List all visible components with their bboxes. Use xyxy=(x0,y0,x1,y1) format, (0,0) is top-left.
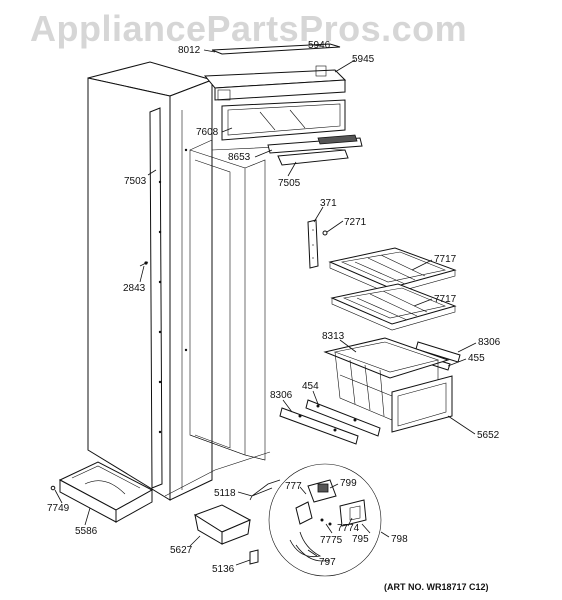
callout-8306-right: 8306 xyxy=(478,337,501,348)
callout-7608: 7608 xyxy=(196,127,219,138)
wire-shelf-lower xyxy=(330,283,457,331)
art-number: (ART NO. WR18717 C12) xyxy=(384,582,489,592)
callout-2843: 2843 xyxy=(123,283,146,294)
clip-5136 xyxy=(249,549,259,565)
callout-5946: 5946 xyxy=(308,40,331,51)
callout-7775: 7775 xyxy=(320,535,343,546)
basket-8313 xyxy=(323,337,453,433)
callout-799: 799 xyxy=(340,478,357,489)
screw-7749 xyxy=(50,485,56,491)
screw-2843 xyxy=(139,261,149,267)
top-trim-8012 xyxy=(211,43,341,55)
callout-7717-lower: 7717 xyxy=(434,294,457,305)
callout-5586: 5586 xyxy=(75,526,98,537)
slide-rail-454 xyxy=(305,399,381,437)
callout-797: 797 xyxy=(319,557,336,568)
callout-7503: 7503 xyxy=(124,176,147,187)
light-housing-5586 xyxy=(58,461,154,523)
callout-5945: 5945 xyxy=(352,54,375,65)
control-housing-5945 xyxy=(203,65,347,101)
callout-8306-left: 8306 xyxy=(270,390,293,401)
cabinet-liner xyxy=(87,61,346,501)
detail-circle-798 xyxy=(268,463,382,577)
leader-lines xyxy=(54,44,477,566)
callout-7774: 7774 xyxy=(337,523,360,534)
callout-8653: 8653 xyxy=(228,152,251,163)
screw-7271 xyxy=(322,230,328,236)
screw-holes xyxy=(158,148,188,434)
callout-7271: 7271 xyxy=(344,217,367,228)
callout-454: 454 xyxy=(302,381,319,392)
shelf-support-371 xyxy=(307,219,319,269)
callout-7505: 7505 xyxy=(278,178,301,189)
callout-5136: 5136 xyxy=(212,564,235,575)
wire-shelf-upper xyxy=(328,247,457,295)
callout-8012: 8012 xyxy=(178,45,201,56)
callout-798: 798 xyxy=(391,534,408,545)
callout-8313: 8313 xyxy=(322,331,345,342)
duct-8653 xyxy=(267,134,363,154)
callout-777: 777 xyxy=(285,481,302,492)
trim-strip-7503 xyxy=(149,107,163,489)
callout-7749: 7749 xyxy=(47,503,70,514)
callout-5652: 5652 xyxy=(477,430,500,441)
slide-rail-8306-left xyxy=(279,407,359,445)
callout-5627: 5627 xyxy=(170,545,193,556)
callout-5118: 5118 xyxy=(214,488,236,499)
callout-371: 371 xyxy=(320,198,337,209)
callout-455: 455 xyxy=(468,353,485,364)
callout-labels: 8012 5946 5945 7608 8653 7505 7503 371 7… xyxy=(47,40,501,575)
callout-795: 795 xyxy=(352,534,369,545)
callout-7717-upper: 7717 xyxy=(434,254,457,265)
glass-panel-7608 xyxy=(221,99,346,141)
wire-5118 xyxy=(249,479,281,501)
watermark-logo: AppliancePartsPros.com xyxy=(30,8,468,49)
tray-5627 xyxy=(193,504,252,545)
cover-7505 xyxy=(277,149,349,166)
